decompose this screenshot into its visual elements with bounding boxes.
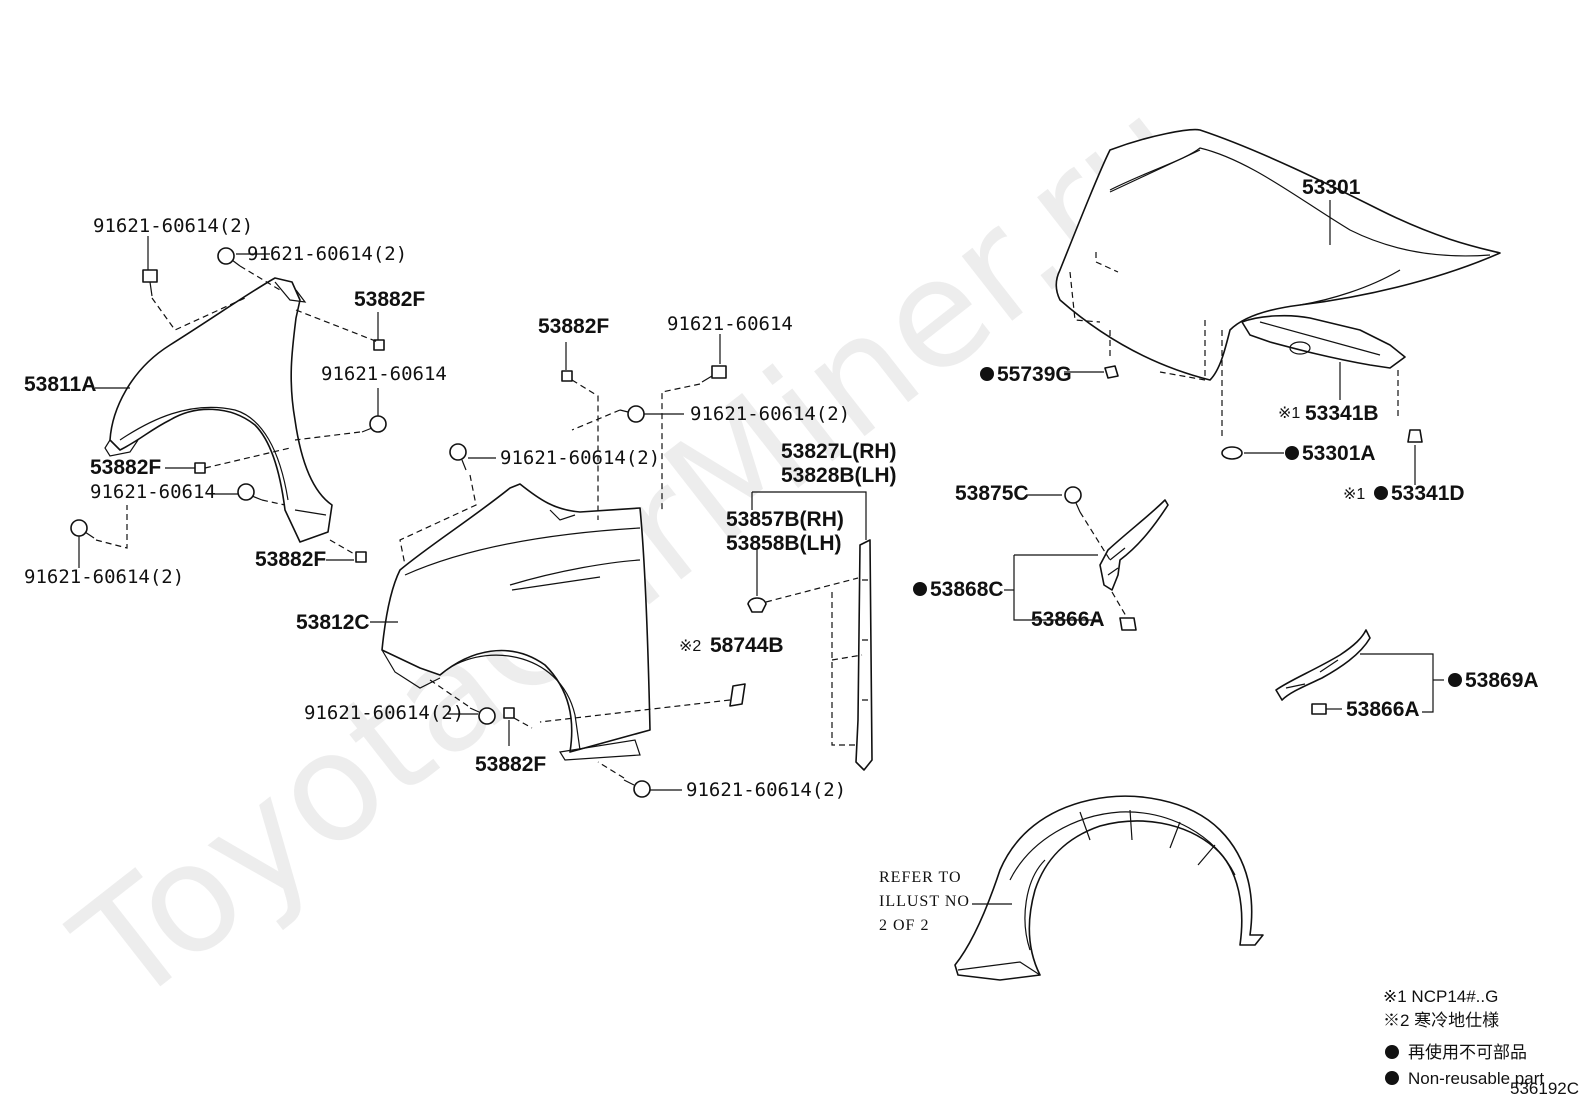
clip-icon: [747, 597, 767, 613]
legend-note-3: 再使用不可部品: [1408, 1042, 1527, 1062]
part-label-53301A[interactable]: 53301A: [1302, 442, 1376, 465]
legend-note-2: ※2 寒冷地仕様: [1383, 1011, 1499, 1030]
part-label-53882F[interactable]: 53882F: [538, 315, 609, 338]
bolt-icon: [217, 247, 241, 267]
bolt-icon: [449, 443, 467, 471]
legend-note-1: ※1 NCP14#..G: [1383, 987, 1498, 1006]
part-label-53812C[interactable]: 53812C: [296, 611, 370, 634]
clip-nut-icon: [561, 370, 573, 382]
part-label-53866A[interactable]: 53866A: [1346, 698, 1420, 721]
part-label-53868C[interactable]: 53868C: [930, 578, 1004, 601]
part-label-91621-60614-2[interactable]: 91621-60614(2): [500, 447, 660, 469]
part-label-53882F[interactable]: 53882F: [90, 456, 161, 479]
bolt-icon: [70, 519, 95, 539]
clip-icon: [1407, 429, 1423, 443]
hood-insulator-53341B[interactable]: [1241, 314, 1406, 369]
part-label-53828B-LH[interactable]: 53828B(LH): [781, 464, 897, 487]
part-label-53858B-LH[interactable]: 53858B(LH): [726, 532, 842, 555]
part-label-91621-60614-2[interactable]: 91621-60614(2): [690, 403, 850, 425]
part-label-53811A[interactable]: 53811A: [24, 373, 96, 396]
clip-nut-icon: [194, 462, 206, 474]
part-label-53341B[interactable]: 53341B: [1305, 402, 1379, 425]
clip-icon: [1119, 617, 1137, 631]
part-label-53882F[interactable]: 53882F: [255, 548, 326, 571]
fender-liner-reference[interactable]: [954, 795, 1264, 981]
part-label-91621-60614-2[interactable]: 91621-60614(2): [247, 243, 407, 265]
hood-panel-53301[interactable]: [1055, 128, 1501, 381]
part-label-53869A[interactable]: 53869A: [1465, 669, 1539, 692]
part-label-55739G[interactable]: 55739G: [997, 363, 1072, 386]
part-label-53882F[interactable]: 53882F: [354, 288, 425, 311]
legend: ※1 NCP14#..G ※2 寒冷地仕様 再使用不可部品 Non-reusab…: [1383, 987, 1544, 1088]
part-label-53882F[interactable]: 53882F: [475, 753, 546, 776]
clip-nut-icon: [355, 551, 367, 563]
part-label-53866A[interactable]: 53866A: [1031, 608, 1105, 631]
clip-nut-icon: [503, 707, 515, 719]
bolt-icon: [1064, 486, 1082, 513]
part-label-91621-60614-2[interactable]: 91621-60614(2): [93, 215, 253, 237]
part-label-91621-60614-2[interactable]: 91621-60614(2): [304, 702, 464, 724]
clip-icon: [1311, 703, 1327, 715]
bolt-icon: [701, 365, 727, 383]
clip-nut-icon: [373, 339, 385, 351]
part-label-91621-60614[interactable]: 91621-60614: [321, 363, 447, 385]
bolt-icon: [361, 415, 387, 433]
clip-icon: [1104, 365, 1119, 379]
non-reusable-bullet-icon: [1374, 486, 1388, 500]
fender-rear-view-53811A[interactable]: [104, 277, 333, 543]
part-label-58744B[interactable]: 58744B: [710, 634, 784, 657]
part-label-53875C[interactable]: 53875C: [955, 482, 1029, 505]
legend-note-4: Non-reusable part: [1408, 1069, 1544, 1088]
part-label-91621-60614[interactable]: 91621-60614: [667, 313, 793, 335]
non-reusable-bullet-icon: [1385, 1045, 1399, 1059]
non-reusable-bullet-icon: [1448, 673, 1462, 687]
bolt-icon: [237, 483, 263, 501]
part-label-91621-60614-2[interactable]: 91621-60614(2): [24, 566, 184, 588]
note-mark-1: ※1: [1343, 486, 1365, 503]
part-label-53301[interactable]: 53301: [1302, 176, 1361, 199]
refer-note-line2: ILLUST NO: [879, 893, 970, 910]
hood-seal-53868C[interactable]: [1099, 499, 1169, 591]
non-reusable-bullet-icon: [1285, 446, 1299, 460]
diagram-code: 536192C: [1510, 1079, 1579, 1098]
part-label-53827L-RH[interactable]: 53827L(RH): [781, 440, 897, 463]
part-label-53857B-RH[interactable]: 53857B(RH): [726, 508, 844, 531]
refer-note-line3: 2 OF 2: [879, 917, 929, 934]
non-reusable-bullet-icon: [913, 582, 927, 596]
front-fender-53812C[interactable]: [381, 483, 651, 761]
note-mark-1: ※1: [1278, 405, 1300, 422]
refer-note-line1: REFER TO: [879, 869, 962, 886]
non-reusable-bullet-icon: [980, 367, 994, 381]
bolt-icon: [623, 779, 651, 798]
part-label-91621-60614-2[interactable]: 91621-60614(2): [686, 779, 846, 801]
grommet-icon: [1221, 446, 1243, 460]
bolt-icon: [142, 269, 158, 297]
hood-seal-53869A[interactable]: [1275, 629, 1371, 701]
clip-icon: [729, 683, 746, 707]
part-label-53341D[interactable]: 53341D: [1391, 482, 1465, 505]
part-label-91621-60614[interactable]: 91621-60614: [90, 481, 216, 503]
fender-seal-strip-53827L[interactable]: [855, 539, 873, 771]
bolt-icon: [619, 405, 645, 423]
bolt-icon: [469, 707, 496, 725]
note-mark-2: ※2: [679, 638, 701, 655]
non-reusable-bullet-icon: [1385, 1071, 1399, 1085]
